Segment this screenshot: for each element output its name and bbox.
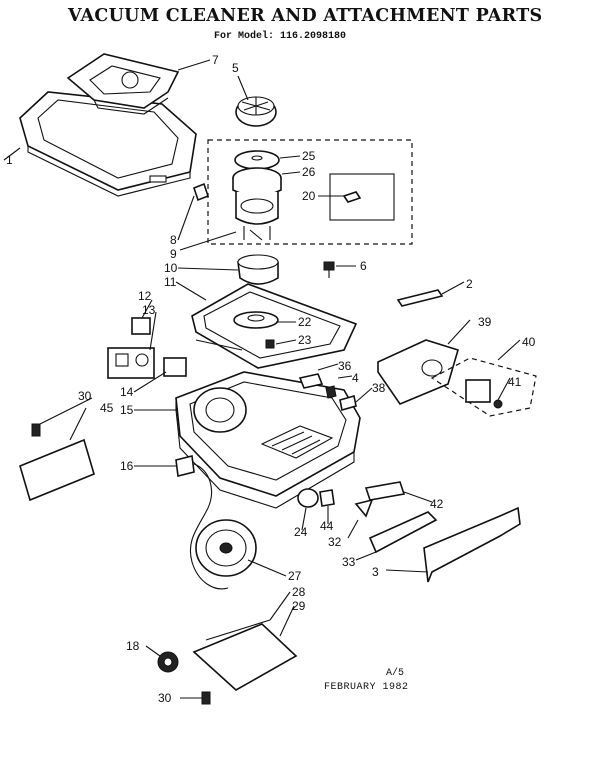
callout-42: 42 <box>430 497 444 511</box>
callout-13: 13 <box>142 303 156 317</box>
callout-20: 20 <box>302 189 316 203</box>
part-38-pin <box>339 394 357 412</box>
callout-24: 24 <box>294 525 308 539</box>
callout-labels: 1 2 3 4 5 6 7 8 9 10 11 12 13 14 15 16 1… <box>6 53 536 705</box>
part-8-plug <box>193 182 209 202</box>
part-28-axle <box>205 619 271 641</box>
part-22-disc <box>233 311 279 329</box>
callout-36: 36 <box>338 359 352 373</box>
part-23-screw <box>265 339 275 349</box>
part-40-fitting <box>465 379 491 403</box>
part-30-screw-lower <box>201 691 211 705</box>
callout-6: 6 <box>360 259 367 273</box>
page-code: A/5 <box>386 668 405 679</box>
part-42-pedal <box>364 481 406 501</box>
callout-25: 25 <box>302 149 316 163</box>
part-45-panel <box>19 438 95 502</box>
part-6-screw <box>323 261 335 278</box>
leader-lines <box>3 59 521 699</box>
motor-stack <box>232 150 282 241</box>
callout-14: 14 <box>120 385 134 399</box>
part-10-mount <box>237 254 279 285</box>
diagram-title: VACUUM CLEANER AND ATTACHMENT PARTS <box>68 6 543 26</box>
part-16-cord <box>175 455 229 590</box>
callout-30-upper: 30 <box>78 389 92 403</box>
part-4-latch <box>325 385 337 399</box>
callout-12: 12 <box>138 289 152 303</box>
callout-33: 33 <box>342 555 356 569</box>
part-24-wheel <box>297 488 319 508</box>
callout-2: 2 <box>466 277 473 291</box>
callout-44: 44 <box>320 519 334 533</box>
model-number: For Model: 116.2098180 <box>214 31 347 42</box>
part-27-cord-reel <box>195 519 257 577</box>
callout-10: 10 <box>164 261 178 275</box>
callout-27: 27 <box>288 569 302 583</box>
part-20-inset-box <box>329 173 395 221</box>
callout-18: 18 <box>126 639 140 653</box>
part-32-arrow <box>354 498 374 518</box>
part-30-screw-upper <box>31 423 41 437</box>
part-3-front-bumper <box>423 506 521 583</box>
callout-15: 15 <box>120 403 134 417</box>
part-14-switch <box>163 357 187 377</box>
callout-41: 41 <box>508 375 522 389</box>
revision-date: FEBRUARY 1982 <box>324 682 409 693</box>
part-39-filter-bag <box>377 339 459 405</box>
part-2-slide <box>396 289 444 307</box>
part-29-bottom-plate <box>192 623 298 691</box>
part-18-wheel <box>157 651 179 673</box>
callout-4: 4 <box>352 371 359 385</box>
callout-28: 28 <box>292 585 306 599</box>
callout-9: 9 <box>170 247 177 261</box>
part-5-cap <box>235 96 277 127</box>
part-15-base-housing <box>175 371 361 509</box>
callout-39: 39 <box>478 315 492 329</box>
part-33-bumper <box>368 511 438 554</box>
callout-26: 26 <box>302 165 316 179</box>
callout-11: 11 <box>164 275 177 289</box>
callout-29: 29 <box>292 599 306 613</box>
part-41-screw <box>493 399 503 409</box>
motor-assembly-box <box>207 139 413 245</box>
callout-7: 7 <box>212 53 219 67</box>
part-44-clip <box>319 489 335 507</box>
callout-1: 1 <box>6 153 13 167</box>
callout-8: 8 <box>170 233 177 247</box>
callout-22: 22 <box>298 315 312 329</box>
part-40-box <box>430 357 537 417</box>
callout-32: 32 <box>328 535 342 549</box>
callout-45: 45 <box>100 401 114 415</box>
part-20-brush <box>342 191 362 203</box>
part-12-knob <box>131 317 151 335</box>
callout-40: 40 <box>522 335 536 349</box>
callout-3: 3 <box>372 565 379 579</box>
part-1-hood <box>19 91 197 197</box>
callout-16: 16 <box>120 459 134 473</box>
callout-38: 38 <box>372 381 386 395</box>
part-7-bracket <box>66 53 180 115</box>
part-36-clip <box>298 373 324 389</box>
callout-23: 23 <box>298 333 312 347</box>
callout-30-lower: 30 <box>158 691 172 705</box>
callout-5: 5 <box>232 61 239 75</box>
